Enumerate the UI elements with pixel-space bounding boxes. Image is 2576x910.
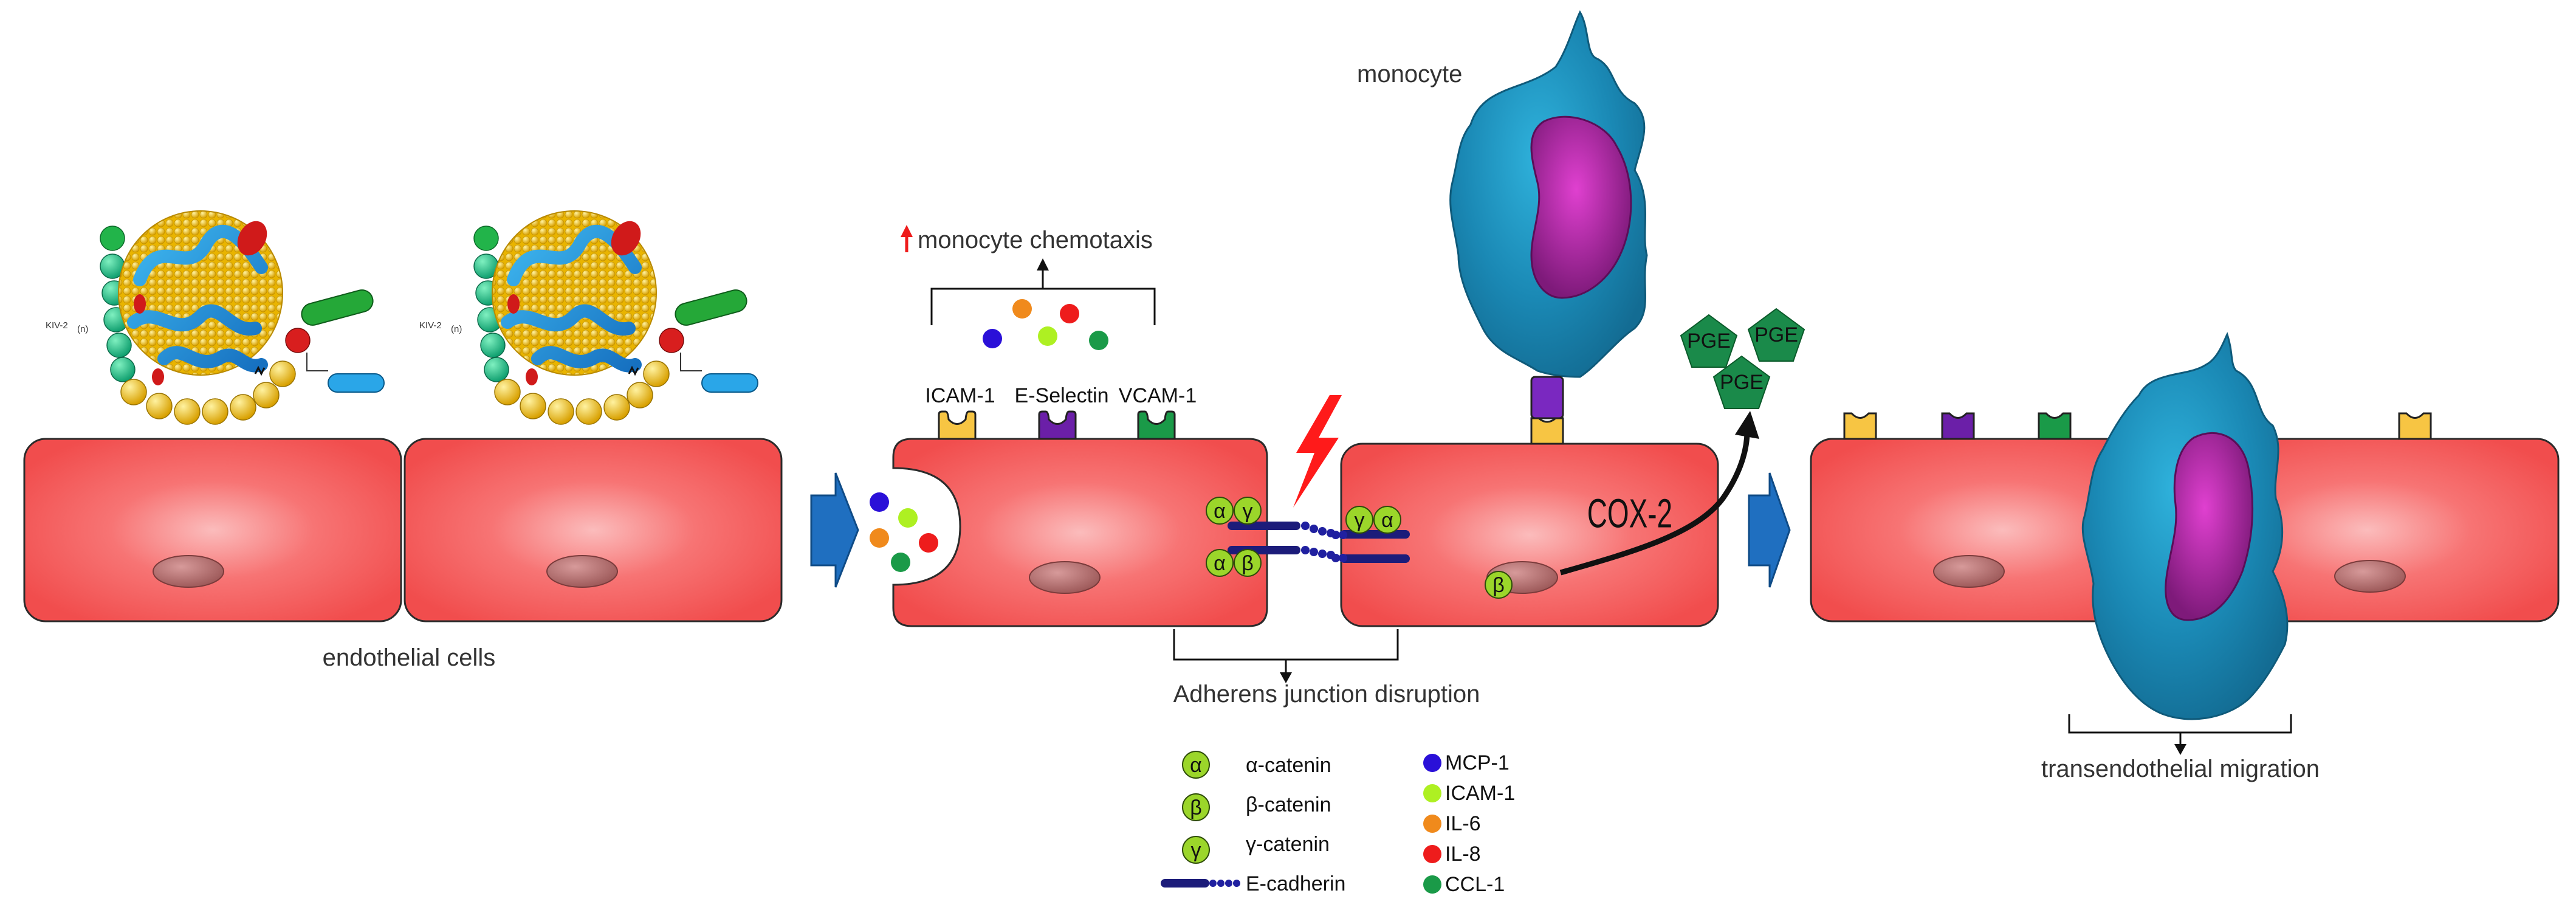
legend-gamma-catenin: γ γ-catenin [1182,833,1330,864]
svg-text:γ-catenin: γ-catenin [1246,833,1330,856]
migration-bracket [2068,714,2292,755]
svg-text:ICAM-1: ICAM-1 [1445,782,1515,805]
svg-text:β: β [1492,574,1505,597]
lightning-bolt-icon [1293,395,1342,508]
svg-text:PGE: PGE [1754,323,1798,346]
catenin-gamma: γ [1234,497,1262,525]
catenin-gamma: γ [1345,506,1373,534]
monocyte-ligand-complex [1530,376,1564,445]
svg-text:E-cadherin: E-cadherin [1246,872,1345,895]
legend-mcp1: MCP-1 [1423,751,1510,774]
il8-dot [919,533,938,553]
svg-text:β-catenin: β-catenin [1246,793,1331,816]
mcp1-dot [983,329,1002,348]
vcam1-receptor [2038,412,2072,440]
svg-text:IL-6: IL-6 [1445,812,1481,835]
legend-e-cadherin: E-cadherin [1161,872,1345,895]
pge-molecule: PGE [1680,314,1738,368]
svg-text:β: β [1242,552,1254,575]
pge-molecule: PGE [1712,355,1771,409]
catenin-beta: β [1485,571,1513,599]
ccl1-dot [1089,331,1108,350]
legend-il8: IL-8 [1423,843,1481,866]
il6-dot [870,528,889,548]
svg-text:α: α [1190,754,1202,777]
kiv2-repeat-label: KIV-2 [419,320,442,331]
legend: α α-catenin β β-catenin γ γ-catenin E-ca… [1161,751,1515,896]
catenin-alpha: α [1373,506,1401,534]
svg-text:MCP-1: MCP-1 [1445,751,1510,774]
svg-text:IL-8: IL-8 [1445,843,1481,866]
lpa-particle-2: KIV-2 (n) [419,211,758,424]
legend-beta-catenin: β β-catenin [1182,793,1331,821]
process-arrow-2 [1748,472,1791,588]
icam1-dot [898,508,918,528]
adherens-junction: α γ α β γ α [1206,497,1513,599]
icam1-receptor [2398,412,2432,440]
panel-activation: ICAM-1 E-Selectin VCAM-1 monocyte chemot… [870,10,1805,708]
endothelial-cell [23,438,402,622]
svg-text:α: α [1214,500,1226,523]
process-arrow-1 [810,472,859,588]
lpa-particle-1: KIV-2 (n) [46,211,384,424]
legend-alpha-catenin: α α-catenin [1182,751,1331,779]
monocyte-chemotaxis-label: monocyte chemotaxis [918,227,1153,253]
adherens-junction-label: Adherens junction disruption [1173,681,1480,708]
svg-text:γ: γ [1191,839,1201,862]
catenin-beta: β [1234,549,1262,577]
ccl1-dot [891,553,910,572]
endothelial-cell [892,438,1268,627]
svg-text:PGE: PGE [1720,371,1764,394]
kiv2-repeat-subscript: (n) [77,324,88,334]
svg-text:γ: γ [1355,509,1365,532]
cell-nucleus [1029,561,1101,594]
cell-nucleus [153,555,224,588]
eselectin-receptor [1941,412,1975,440]
cox2-arrow [1559,411,1759,576]
cell-nucleus [1933,555,2005,588]
monocyte-cell [1449,10,1648,378]
vcam1-label: VCAM-1 [1119,384,1197,407]
svg-text:α: α [1381,509,1393,532]
red-up-arrow-icon [901,225,913,252]
panel-lpa-binding: KIV-2 (n) KIV-2 (n) endothelial cells [23,211,783,671]
endothelial-cells-label: endothelial cells [323,644,496,671]
monocyte-cell [2081,332,2289,720]
svg-text:β: β [1190,796,1202,819]
eselectin-label: E-Selectin [1015,384,1109,407]
panel-migration: transendothelial migration [1810,332,2560,782]
legend-icam1: ICAM-1 [1423,782,1515,805]
icam1-receptor [938,410,977,440]
legend-ccl1: CCL-1 [1423,873,1505,896]
pge-molecule: PGE [1747,308,1805,362]
cytokine-release [870,492,938,572]
transendothelial-migration-label: transendothelial migration [2041,756,2320,782]
chemotaxis-group: monocyte chemotaxis [901,225,1156,350]
legend-il6: IL-6 [1423,812,1481,835]
vcam1-receptor [1137,410,1176,440]
il8-dot [1060,304,1079,323]
kiv2-repeat-subscript: (n) [451,324,462,334]
svg-text:α-catenin: α-catenin [1246,754,1331,777]
icam1-label: ICAM-1 [925,384,995,407]
icam1-receptor [1843,412,1877,440]
svg-text:CCL-1: CCL-1 [1445,873,1505,896]
kiv2-repeat-label: KIV-2 [46,320,68,331]
catenin-alpha: α [1206,549,1234,577]
catenin-alpha: α [1206,497,1234,525]
junction-bracket [1173,629,1399,683]
cell-nucleus [2334,560,2406,593]
monocyte-label: monocyte [1357,61,1462,88]
icam1-dot [1038,326,1057,346]
endothelial-cell [404,438,783,622]
eselectin-receptor [1038,410,1077,440]
cox2-label: COX-2 [1587,491,1672,537]
mcp1-dot [870,492,889,512]
svg-text:γ: γ [1243,500,1253,523]
il6-dot [1012,299,1032,319]
svg-text:α: α [1214,552,1226,575]
cell-nucleus [546,555,618,588]
svg-text:PGE: PGE [1687,329,1731,353]
